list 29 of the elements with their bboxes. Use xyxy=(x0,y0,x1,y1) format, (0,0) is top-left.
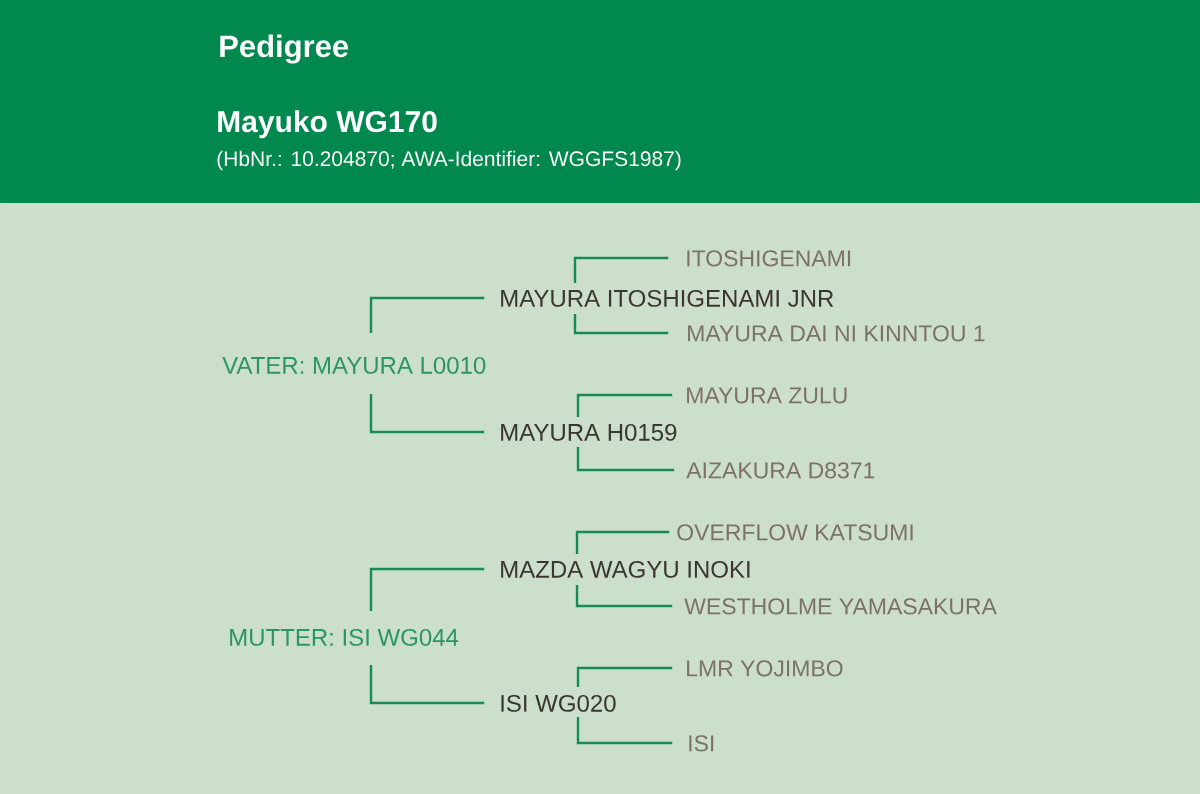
ancestor-name: WESTHOLME YAMASAKURA xyxy=(684,598,997,615)
connector-line xyxy=(369,394,485,434)
parent-name: VATER: MAYURA L0010 xyxy=(222,356,486,374)
ancestor-name: ISI WG020 xyxy=(501,694,616,712)
ancestor-name: LMR YOJIMBO xyxy=(687,660,843,677)
connector-line xyxy=(576,666,673,687)
connector-line xyxy=(576,447,675,472)
ancestor-name: AIZAKURA D8371 xyxy=(686,462,875,479)
ancestor-name: OVERFLOW KATSUMI xyxy=(677,524,913,541)
ancestor-name: MAZDA WAGYU INOKI xyxy=(501,560,750,578)
ancestor-name: MAYURA ITOSHIGENAMI JNR xyxy=(501,289,834,307)
connector-line xyxy=(575,530,670,554)
ancestor-name: ISI xyxy=(689,735,714,752)
connector-line xyxy=(369,567,485,611)
ancestor-name: MAYURA ZULU xyxy=(687,387,847,404)
connector-line xyxy=(369,665,485,705)
connector-line xyxy=(576,717,673,745)
identifier-text: (HbNr.: 10.204870; AWA-Identifier: WGGFS1987) xyxy=(217,150,681,171)
animal-name: Mayuko WG170 xyxy=(218,110,437,139)
connector-line xyxy=(369,296,485,333)
connector-line xyxy=(575,585,673,608)
ancestor-name: MAYURA DAI NI KINNTOU 1 xyxy=(688,325,985,342)
connector-line xyxy=(576,393,673,417)
connector-line xyxy=(573,314,669,335)
parent-name: MUTTER: ISI WG044 xyxy=(230,628,459,646)
heading: Pedigree xyxy=(220,34,349,64)
ancestor-name: MAYURA H0159 xyxy=(501,423,677,441)
ancestor-name: ITOSHIGENAMI xyxy=(687,250,851,267)
connector-line xyxy=(573,256,669,283)
